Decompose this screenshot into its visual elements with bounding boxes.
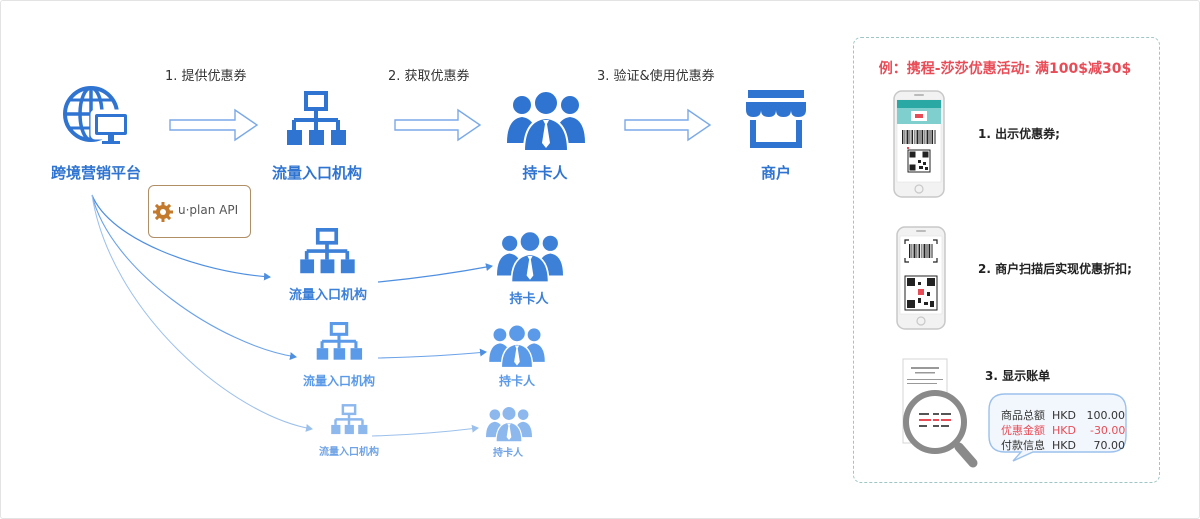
- step-3-label: 3. 验证&使用优惠券: [597, 69, 715, 84]
- branch-line-1: [377, 263, 493, 283]
- branch-line-2: [377, 348, 487, 359]
- org-chart-icon: [331, 404, 368, 435]
- cardholder-group-icon: [486, 405, 532, 443]
- branch-curve-3: [91, 194, 313, 432]
- branch-curve-1: [91, 194, 271, 281]
- platform-label: 跨境营销平台: [50, 164, 142, 182]
- step-1-label: 1. 提供优惠券: [165, 69, 247, 84]
- branch-1-cardholder-label: 持卡人: [509, 292, 549, 307]
- gear-icon: [153, 202, 173, 222]
- branch-2-institution-label: 流量入口机构: [302, 374, 376, 388]
- main-arrow-3: [624, 108, 712, 142]
- branch-2-cardholder-label: 持卡人: [498, 374, 536, 388]
- main-arrow-1: [169, 108, 259, 142]
- org-chart-icon: [300, 228, 355, 274]
- example-step-2-label: 2. 商户扫描后实现优惠折扣;: [978, 262, 1132, 276]
- example-panel: [853, 37, 1160, 483]
- example-step-3-label: 3. 显示账单: [985, 369, 1051, 383]
- cardholder-label: 持卡人: [522, 164, 568, 182]
- main-arrow-2: [394, 108, 482, 142]
- branch-3-cardholder-label: 持卡人: [493, 448, 523, 459]
- api-badge-label: u·plan API: [178, 203, 239, 217]
- step-2-label: 2. 获取优惠券: [388, 69, 470, 84]
- branch-line-3: [371, 424, 479, 437]
- branch-3-institution-label: 流量入口机构: [319, 447, 379, 458]
- org-chart-icon: [316, 322, 363, 360]
- phone-scan-image: [896, 226, 946, 330]
- branch-curve-2: [91, 194, 297, 361]
- merchant-label: 商户: [760, 164, 792, 182]
- branch-1-institution-label: 流量入口机构: [288, 288, 368, 303]
- cardholder-group-icon: [507, 90, 585, 152]
- cardholder-group-icon: [497, 230, 563, 284]
- bill-bubble: [988, 393, 1127, 462]
- example-panel-title: 例：携程-莎莎优惠活动: 满100$减30$: [878, 61, 1132, 77]
- org-chart-icon: [287, 91, 346, 145]
- storefront-icon: [746, 90, 806, 148]
- bill-row-discount: 优惠金额 HKD -30.00: [1001, 424, 1126, 437]
- example-step-1-label: 1. 出示优惠券;: [978, 127, 1060, 141]
- bill-row-payment: 付款信息 HKD 70.00: [1001, 439, 1125, 452]
- cardholder-group-icon: [489, 324, 545, 369]
- globe-monitor-icon: [63, 86, 132, 144]
- phone-coupon-image: [893, 90, 945, 198]
- receipt-magnifier-image: [902, 358, 978, 468]
- bill-row-total: 商品总额 HKD 100.00: [1001, 409, 1125, 422]
- institution-label: 流量入口机构: [271, 164, 363, 182]
